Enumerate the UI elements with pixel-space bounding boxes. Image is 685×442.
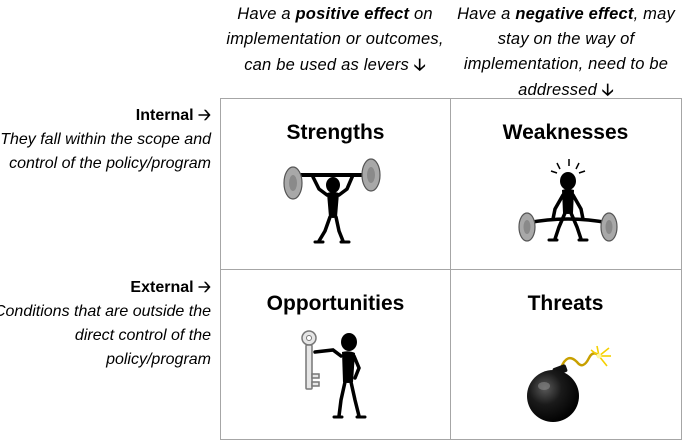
arrow-right-icon: 🡢 xyxy=(198,277,211,296)
quadrant-title-weaknesses: Weaknesses xyxy=(502,121,629,144)
column-heading-negative: Have a negative effect, may stay on the … xyxy=(452,2,680,103)
quadrant-title-opportunities: Opportunities xyxy=(266,292,405,315)
arrow-down-icon: 🡣 xyxy=(601,80,614,99)
row-heading-internal-description: They fall within the scope and control o… xyxy=(0,131,211,172)
quadrant-weaknesses: Weaknesses xyxy=(451,99,680,269)
arrow-right-icon: 🡢 xyxy=(198,105,211,124)
swot-grid: Strengths Weaknesses xyxy=(220,98,682,440)
row-heading-external-description: Conditions that are outside the direct c… xyxy=(0,303,211,368)
column-heading-negative-suffix: , may stay on the way of implementation,… xyxy=(463,5,675,99)
column-heading-negative-prefix: Have a xyxy=(457,5,516,23)
column-heading-negative-emphasis: negative effect xyxy=(515,5,634,23)
arrow-down-icon: 🡣 xyxy=(413,55,426,74)
row-heading-internal-title: Internal xyxy=(135,107,194,124)
column-heading-positive-prefix: Have a xyxy=(237,5,296,23)
row-heading-internal: Internal 🡢 They fall within the scope an… xyxy=(0,103,211,176)
row-heading-external: External 🡢 Conditions that are outside t… xyxy=(0,275,211,372)
weightlifter-icon xyxy=(283,158,381,244)
struggling-lifter-icon xyxy=(518,159,618,242)
bomb-icon xyxy=(527,345,611,422)
quadrant-threats: Threats xyxy=(451,270,680,440)
quadrant-strengths: Strengths xyxy=(221,99,450,269)
figure-holding-key-icon xyxy=(301,330,367,419)
column-heading-positive: Have a positive effect on implementation… xyxy=(221,2,449,78)
quadrant-title-strengths: Strengths xyxy=(286,121,385,144)
column-heading-positive-suffix: on implementation or outcomes, can be us… xyxy=(226,5,444,74)
row-heading-external-title: External xyxy=(130,279,194,296)
quadrant-opportunities: Opportunities xyxy=(221,270,450,440)
quadrant-title-threats: Threats xyxy=(527,292,604,315)
column-heading-positive-emphasis: positive effect xyxy=(295,5,410,23)
grid-divider-horizontal xyxy=(221,269,681,270)
